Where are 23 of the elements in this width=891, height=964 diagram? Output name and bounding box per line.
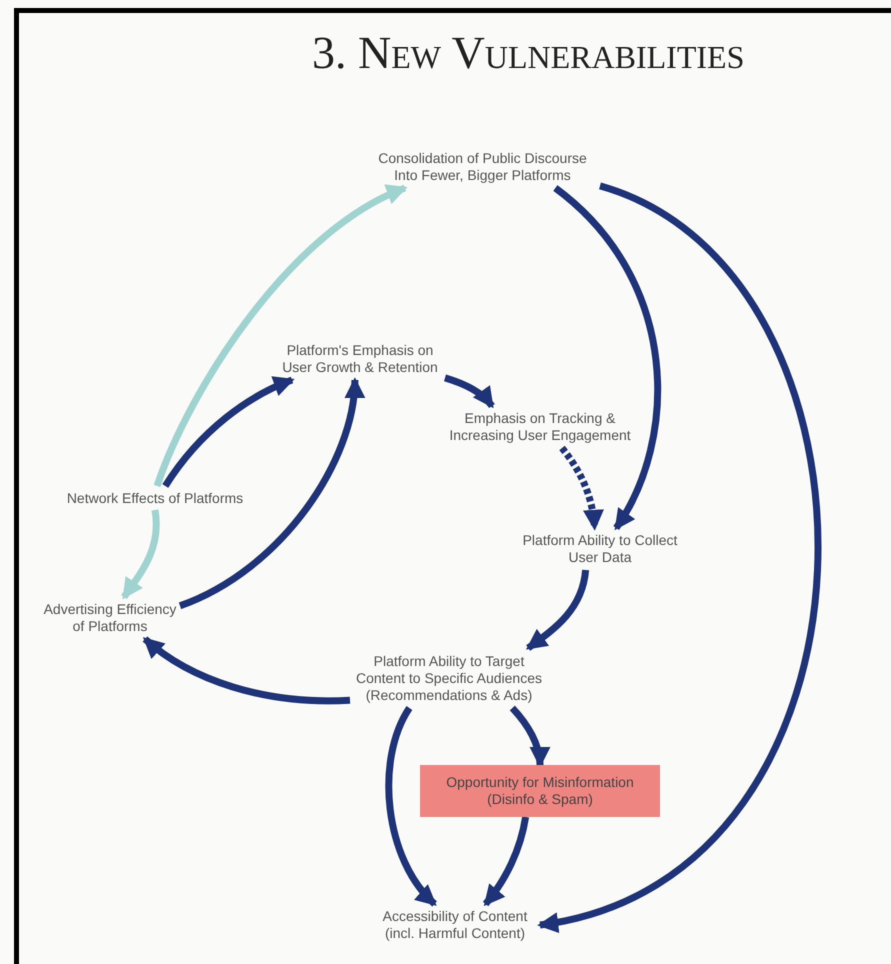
arrow (553, 185, 662, 530)
node-label: Consolidation of Public Discourse Into Fewer, Bigger Platforms (365, 146, 600, 188)
arrow (385, 706, 438, 906)
node-label: Network Effects of Platforms (52, 486, 258, 510)
arrow (510, 706, 550, 768)
arrow (537, 182, 821, 930)
arrow (482, 816, 530, 906)
node-label: Platform's Emphasis on User Growth & Retention (275, 338, 445, 380)
arrow (142, 636, 350, 704)
arrow (526, 570, 590, 651)
arrow (178, 377, 364, 610)
arrow (444, 374, 495, 408)
arrow (162, 376, 295, 488)
arrow (121, 510, 160, 600)
node-label: Advertising Efficiency of Platforms (40, 597, 180, 639)
node-label: Platform Ability to Collect User Data (510, 528, 690, 570)
title: 3. New Vulnerabilities (312, 30, 744, 76)
node-label: Platform Ability to Target Content to Specific Audiences (Recommendations & Ads) (350, 648, 548, 708)
arrow (559, 446, 604, 531)
highlight-box: Opportunity for Misinformation (Disinfo & Spam) (420, 765, 660, 817)
node-label: Accessibility of Content (incl. Harmful Content) (370, 904, 540, 946)
node-label: Emphasis on Tracking & Increasing User Engagement (440, 406, 640, 448)
arrow (154, 184, 408, 488)
